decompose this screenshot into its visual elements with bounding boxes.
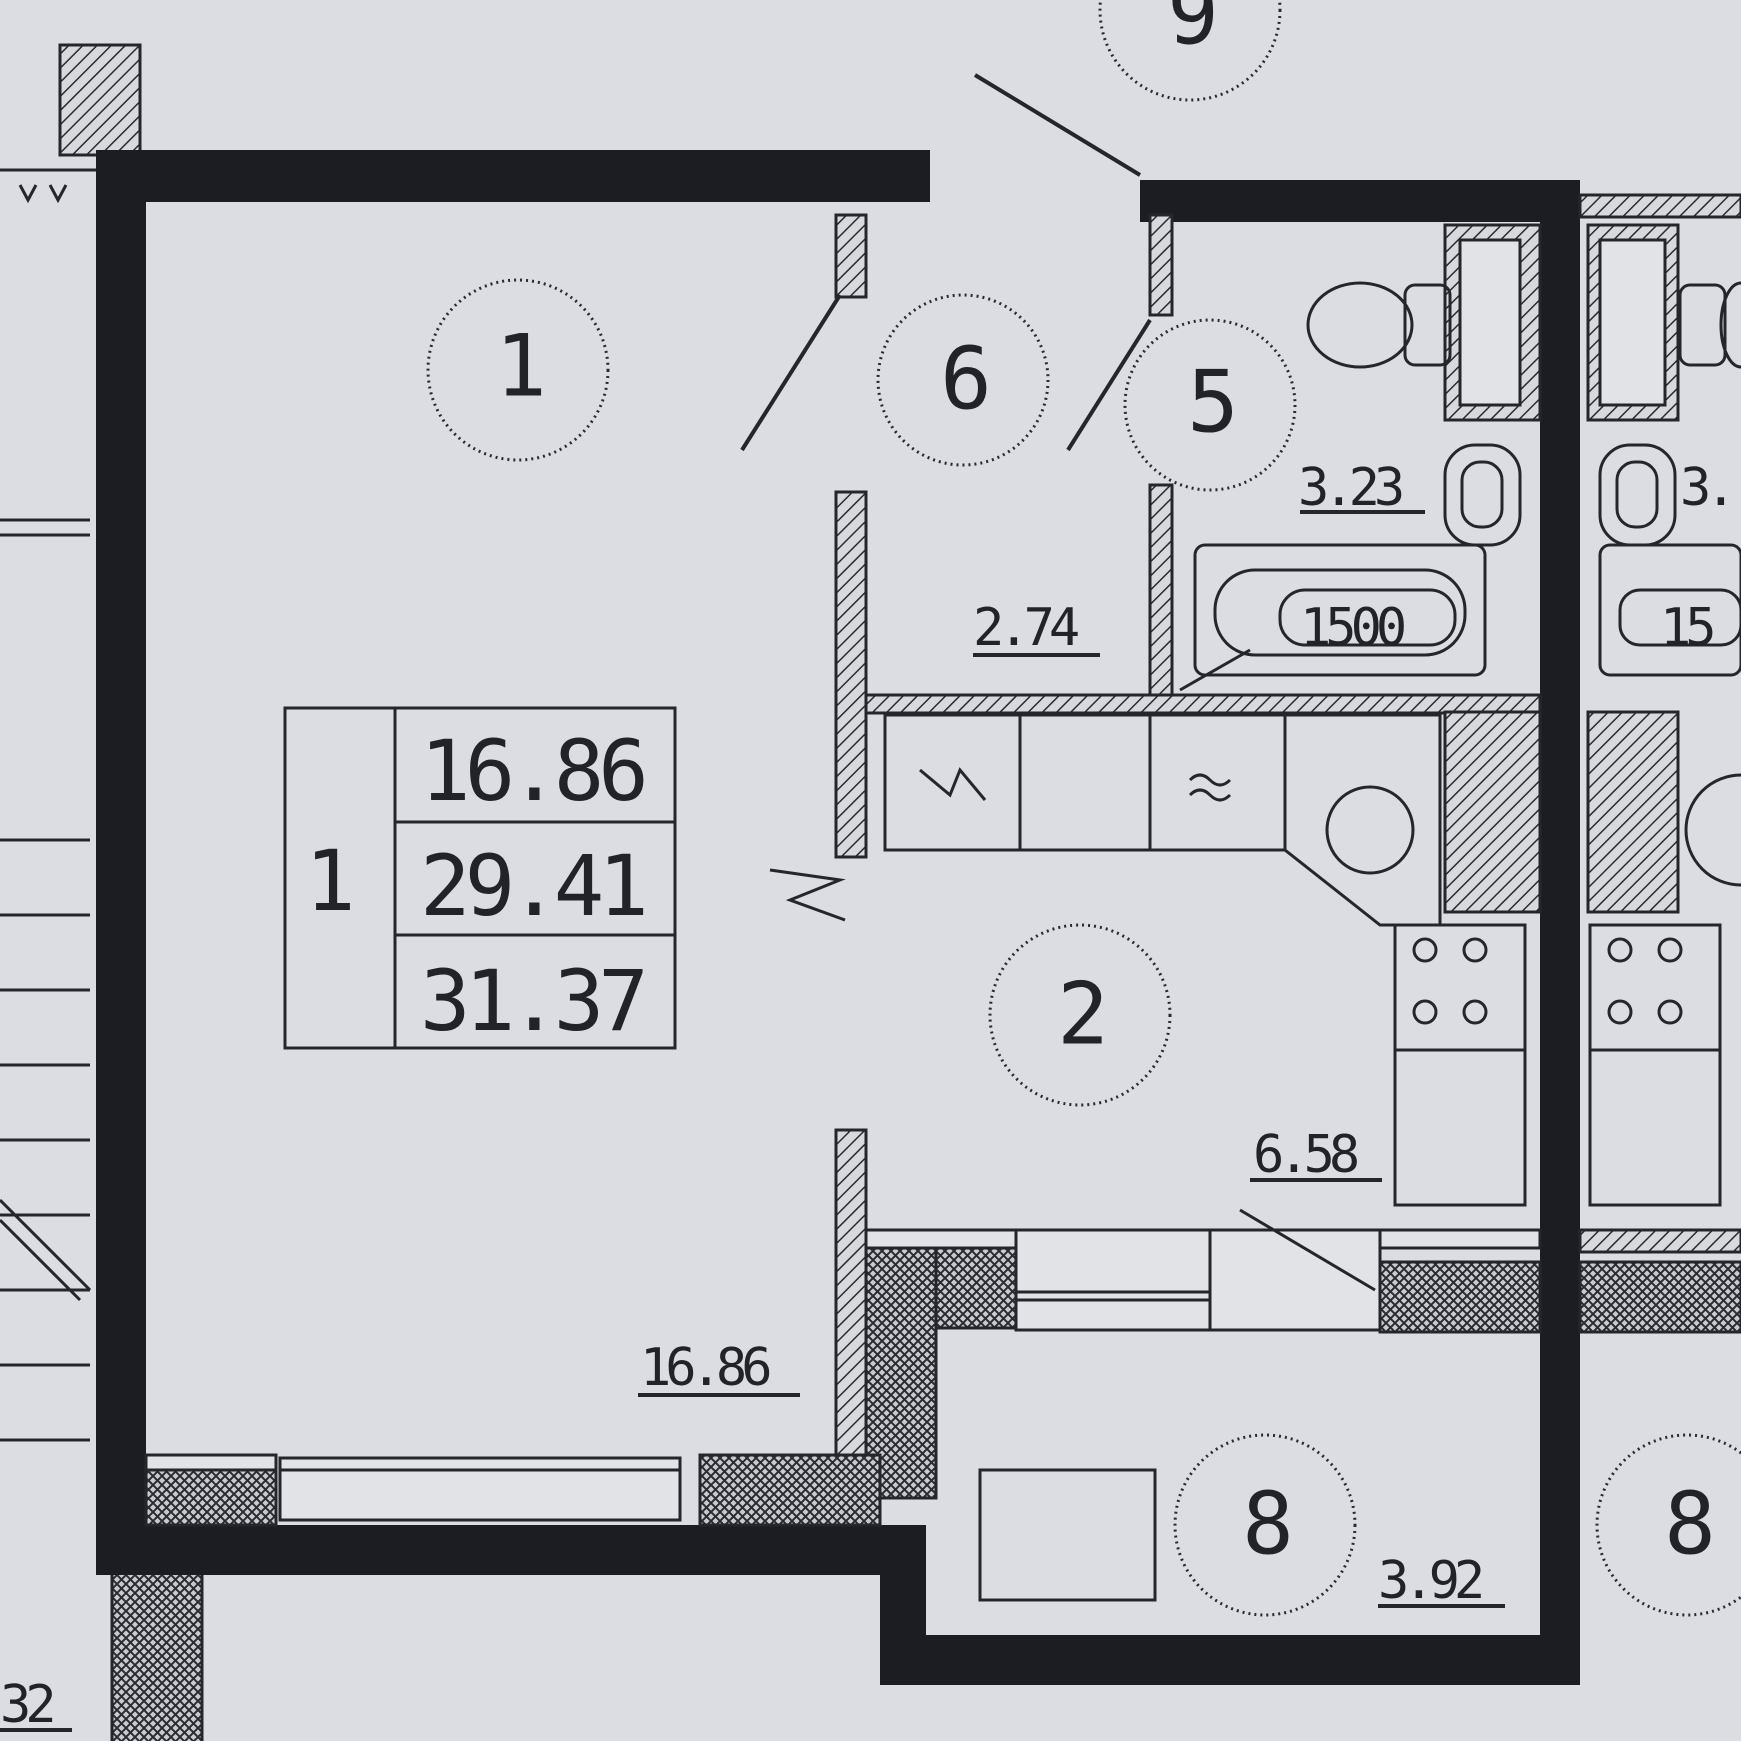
svg-text:3.92: 3.92 [1378,1551,1481,1611]
room-9-marker: 9 [1098,0,1282,102]
bathtub-icon [1193,543,1487,677]
outer-walls [96,150,1580,1685]
stove-icon [1393,923,1527,1207]
svg-text:3.: 3. [1680,458,1731,518]
room-1-number: 1 [495,316,541,416]
bathtub-size-label: 1500 [1300,598,1410,658]
room-8-marker: 8 [1173,1433,1357,1617]
left-stair-area [0,168,100,1442]
area-label-room-5-neighbor: 3. [1680,458,1737,518]
neighbor-column-right [1443,223,1680,914]
svg-text:16.86: 16.86 [640,1338,769,1398]
svg-text:2.74: 2.74 [973,598,1078,658]
window-room-2 [1014,1228,1218,1332]
area-label-room-1: 16.86 [638,1338,800,1398]
apartment-number: 1 [305,832,350,930]
area-label-room-6: 2.74 [973,598,1100,658]
room-8-number: 8 [1242,1474,1289,1574]
water-heater-icon [1188,773,1232,802]
balcony-box [978,1468,1157,1602]
area-label-room-8: 3.92 [1378,1551,1505,1611]
stove-neighbor-icon [1588,923,1722,1207]
sink-icon [1443,443,1522,547]
room-6-number: 6 [940,329,987,429]
toilet-icon [1306,281,1452,369]
window-room-1 [278,1456,682,1522]
total-area-value: 29.41 [420,837,643,935]
column-bottom-left [110,1558,204,1741]
room-1-marker: 1 [426,278,610,462]
sink-neighbor-icon [1598,443,1677,547]
svg-text:15: 15 [1660,598,1713,658]
area-label-room-2: 6.58 [1250,1125,1382,1185]
bathtub-neighbor-icon [1598,543,1741,677]
total-area-balcony-value: 31.37 [420,952,643,1050]
column-top-left [58,43,142,157]
sink-round-neighbor-icon [1684,773,1741,887]
edge-area-label: 32 [0,1675,72,1735]
svg-text:3.23: 3.23 [1298,458,1402,518]
sink-round-icon [1325,785,1415,875]
interior-partitions [144,213,1741,1527]
apartment-area-table: 1 16.86 29.41 31.37 [283,706,677,1050]
svg-text:6.58: 6.58 [1253,1125,1357,1185]
room-5-number: 5 [1187,352,1233,452]
electric-meter-icon [919,767,987,801]
room-9-number: 9 [1167,0,1213,64]
living-area-value: 16.86 [420,722,644,820]
room-8-neighbor-number: 8 [1664,1474,1711,1574]
toilet-neighbor-icon [1678,281,1741,369]
balcony-door [1208,1228,1382,1332]
room-2-marker: 2 [988,923,1172,1107]
room-8-neighbor-marker: 8 [1595,1433,1741,1617]
area-label-room-5: 3.23 [1298,458,1425,518]
door-swings [740,73,1376,1292]
room-5-marker: 5 [1123,318,1297,492]
neighbor-wall-top [1578,193,1741,219]
room-6-marker: 6 [876,293,1050,467]
room-2-number: 2 [1057,964,1103,1064]
svg-text:32: 32 [0,1675,52,1735]
svg-text:1500: 1500 [1300,598,1404,658]
bathtub-neighbor-size-label: 15 [1660,598,1719,658]
